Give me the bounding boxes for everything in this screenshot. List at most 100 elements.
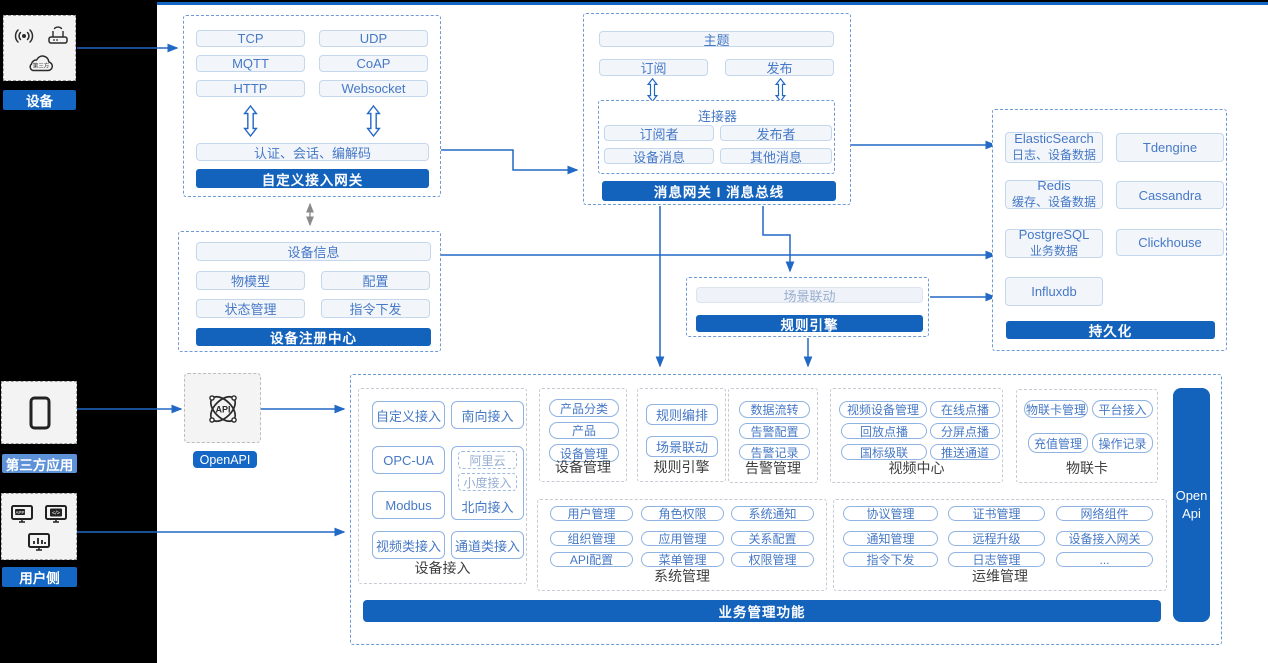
device-registry-title-bar: 设备注册中心 bbox=[196, 328, 431, 346]
protocol-pill: HTTP bbox=[196, 80, 305, 97]
access-pill: 自定义接入 bbox=[372, 401, 445, 429]
svg-text:</>: </> bbox=[52, 511, 60, 517]
registry-pill: 状态管理 bbox=[196, 299, 305, 318]
section-device-access: 自定义接入 南向接入 OPC-UA 阿里云 小度接入 北向接入 Modbus 视… bbox=[358, 388, 527, 584]
video-pill: 分屏点播 bbox=[930, 423, 1000, 439]
ops-pill: 指令下发 bbox=[843, 552, 938, 567]
protocol-pill: MQTT bbox=[196, 55, 305, 72]
system-pill: 应用管理 bbox=[641, 531, 724, 546]
rule-pill: 规则编排 bbox=[646, 404, 718, 425]
device-info-pill: 设备信息 bbox=[196, 242, 431, 261]
router-icon bbox=[46, 24, 70, 51]
store-pill: Influxdb bbox=[1005, 277, 1103, 306]
access-pill: Modbus bbox=[372, 491, 445, 519]
system-pill: 权限管理 bbox=[731, 552, 814, 567]
broadcast-icon bbox=[12, 26, 36, 51]
connector-title: 连接器 bbox=[697, 109, 737, 124]
rule-pill: 场景联动 bbox=[646, 436, 718, 457]
section-label: 运维管理 bbox=[972, 568, 1028, 584]
system-pill: 组织管理 bbox=[550, 531, 633, 546]
protocol-pill: CoAP bbox=[319, 55, 428, 72]
double-arrow-icon bbox=[366, 103, 381, 144]
section-label: 规则引擎 bbox=[653, 459, 710, 475]
protocol-pill: UDP bbox=[319, 30, 428, 47]
message-bus-box: 主题 订阅 发布 连接器 订阅者 发布者 设备消息 其他消息 消息网关 I 消息… bbox=[583, 13, 851, 205]
protocol-pill: Websocket bbox=[319, 80, 428, 97]
section-rule-engine: 规则编排 场景联动 规则引擎 bbox=[637, 388, 726, 482]
ops-pill: 远程升级 bbox=[948, 531, 1045, 546]
ops-pill: 日志管理 bbox=[948, 552, 1045, 567]
subscribe-pill: 订阅 bbox=[599, 59, 708, 76]
access-pill: 视频类接入 bbox=[372, 531, 445, 559]
section-label: 系统管理 bbox=[654, 568, 710, 584]
publish-pill: 发布 bbox=[725, 59, 834, 76]
svg-text:API: API bbox=[215, 405, 230, 415]
ops-pill: 通知管理 bbox=[843, 531, 938, 546]
section-video: 视频设备管理 在线点播 回放点播 分屏点播 国标级联 推送通道 视频中心 bbox=[830, 388, 1003, 483]
alarm-pill: 数据流转 bbox=[739, 401, 810, 418]
device-icon-group: 第三方 bbox=[3, 15, 76, 81]
north-access-group: 阿里云 小度接入 北向接入 bbox=[451, 446, 524, 520]
north-access-label: 北向接入 bbox=[461, 500, 514, 515]
openapi-icon-box: API bbox=[184, 373, 261, 443]
section-label: 设备接入 bbox=[414, 560, 471, 576]
system-pill: 关系配置 bbox=[731, 531, 814, 546]
system-pill: API配置 bbox=[550, 552, 633, 567]
iot-pill: 物联卡管理 bbox=[1024, 400, 1088, 418]
north-access-pill: 阿里云 bbox=[458, 451, 517, 469]
top-border-line bbox=[157, 2, 1268, 5]
ops-pill: 证书管理 bbox=[948, 506, 1045, 521]
system-pill: 菜单管理 bbox=[641, 552, 724, 567]
north-access-pill: 小度接入 bbox=[458, 473, 517, 491]
third-party-cloud-icon: 第三方 bbox=[25, 52, 57, 81]
connector-pill: 设备消息 bbox=[604, 148, 714, 165]
video-pill: 在线点播 bbox=[930, 401, 1000, 418]
session-pill: 认证、会话、编解码 bbox=[196, 143, 429, 161]
device-registry-box: 设备信息 物模型 配置 状态管理 指令下发 设备注册中心 bbox=[178, 231, 441, 352]
registry-pill: 配置 bbox=[321, 271, 430, 290]
section-iot-card: 物联卡管理 平台接入 充值管理 操作记录 物联卡 bbox=[1016, 389, 1158, 483]
section-label: 视频中心 bbox=[888, 460, 945, 476]
ops-pill: 协议管理 bbox=[843, 506, 938, 521]
iot-pill: 操作记录 bbox=[1092, 433, 1153, 453]
registry-pill: 指令下发 bbox=[321, 299, 430, 318]
video-pill: 推送通道 bbox=[930, 444, 1000, 460]
access-pill: 南向接入 bbox=[451, 401, 524, 429]
store-pill: Cassandra bbox=[1116, 181, 1224, 209]
chart-monitor-icon bbox=[27, 532, 51, 557]
api-atom-icon: API bbox=[201, 387, 245, 436]
iot-pill: 充值管理 bbox=[1028, 433, 1088, 453]
connector-pill: 订阅者 bbox=[604, 125, 714, 142]
ops-pill: 网络组件 bbox=[1056, 506, 1153, 521]
ops-pill: ... bbox=[1056, 552, 1153, 567]
access-pill: 通道类接入 bbox=[451, 531, 524, 559]
section-system: 用户管理 角色权限 系统通知 组织管理 应用管理 关系配置 API配置 菜单管理… bbox=[537, 499, 827, 591]
scene-linkage-pill: 场景联动 bbox=[696, 287, 923, 304]
iot-pill: 平台接入 bbox=[1092, 400, 1153, 418]
mgmt-pill: 产品 bbox=[549, 422, 619, 439]
section-device-mgmt: 产品分类 产品 设备管理 设备管理 bbox=[539, 388, 627, 482]
user-side-icon-group: APP </> bbox=[1, 493, 77, 560]
section-alarm: 数据流转 告警配置 告警记录 告警管理 bbox=[728, 388, 818, 483]
svg-text:APP: APP bbox=[15, 510, 24, 515]
ops-pill: 设备接入网关 bbox=[1056, 531, 1153, 546]
store-pill: Tdengine bbox=[1116, 133, 1224, 162]
business-title-bar: 业务管理功能 bbox=[363, 600, 1161, 622]
custom-gateway-title-bar: 自定义接入网关 bbox=[196, 169, 429, 188]
open-api-bar: Open Api bbox=[1173, 388, 1210, 622]
third-party-icon-group bbox=[1, 381, 77, 444]
app-monitor-icon: APP bbox=[10, 504, 34, 529]
registry-pill: 物模型 bbox=[196, 271, 305, 290]
svg-text:第三方: 第三方 bbox=[33, 62, 50, 70]
video-pill: 国标级联 bbox=[841, 444, 927, 460]
video-pill: 回放点播 bbox=[841, 423, 927, 439]
connector-pill: 发布者 bbox=[720, 125, 832, 142]
access-pill: OPC-UA bbox=[372, 446, 445, 474]
double-arrow-icon bbox=[243, 103, 258, 144]
third-party-label: 第三方应用 bbox=[2, 454, 77, 473]
